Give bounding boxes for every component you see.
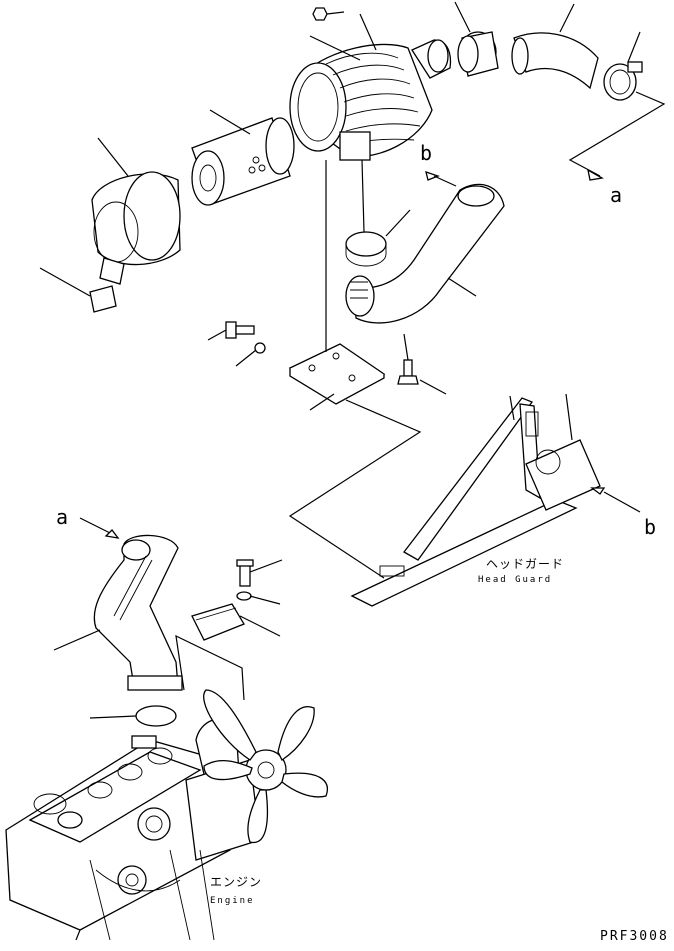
arrow-a-bottom — [104, 529, 120, 539]
mounting-clamp — [345, 159, 411, 267]
engine-block — [5, 718, 261, 941]
route-line-bracket — [288, 399, 422, 579]
label-a-bottom: a — [56, 505, 68, 529]
hose-clamp-2 — [603, 31, 643, 101]
mounting-bracket — [288, 160, 386, 411]
filter-element — [191, 109, 295, 206]
intake-manifold-pipe — [53, 534, 183, 691]
cooling-fan — [203, 689, 328, 844]
gasket — [89, 705, 177, 727]
intake-hose — [511, 3, 599, 90]
arrow-b-top — [425, 171, 440, 181]
label-a-top: a — [610, 183, 622, 207]
arrow-b-right — [590, 487, 606, 495]
pipe-bolt — [236, 559, 283, 587]
air-cleaner-body — [289, 13, 452, 161]
route-line-a — [568, 91, 666, 177]
drawing-code: PRF3008 — [600, 929, 669, 944]
engine-label-jp: エンジン — [210, 875, 262, 889]
arrow-a-top — [587, 168, 604, 181]
intake-elbow — [345, 183, 505, 324]
route-line-engine — [175, 634, 245, 701]
head-guard-label-en: Head Guard — [478, 575, 552, 585]
vertical-bolt — [397, 333, 447, 395]
engine-label-en: Engine — [210, 896, 255, 906]
end-cap — [91, 137, 181, 285]
label-b-right: b — [644, 515, 656, 539]
pipe-clamp — [191, 603, 281, 641]
bracket-washer — [235, 342, 266, 367]
head-guard-label-jp: ヘッドガード — [486, 557, 564, 571]
head-guard-frame — [350, 393, 601, 607]
hose-clamp-1 — [454, 1, 499, 77]
bracket-bolt — [207, 321, 255, 341]
pipe-washer — [236, 591, 281, 605]
top-bolt — [312, 7, 345, 21]
dust-valve — [39, 267, 117, 313]
label-b-top: b — [420, 141, 432, 165]
